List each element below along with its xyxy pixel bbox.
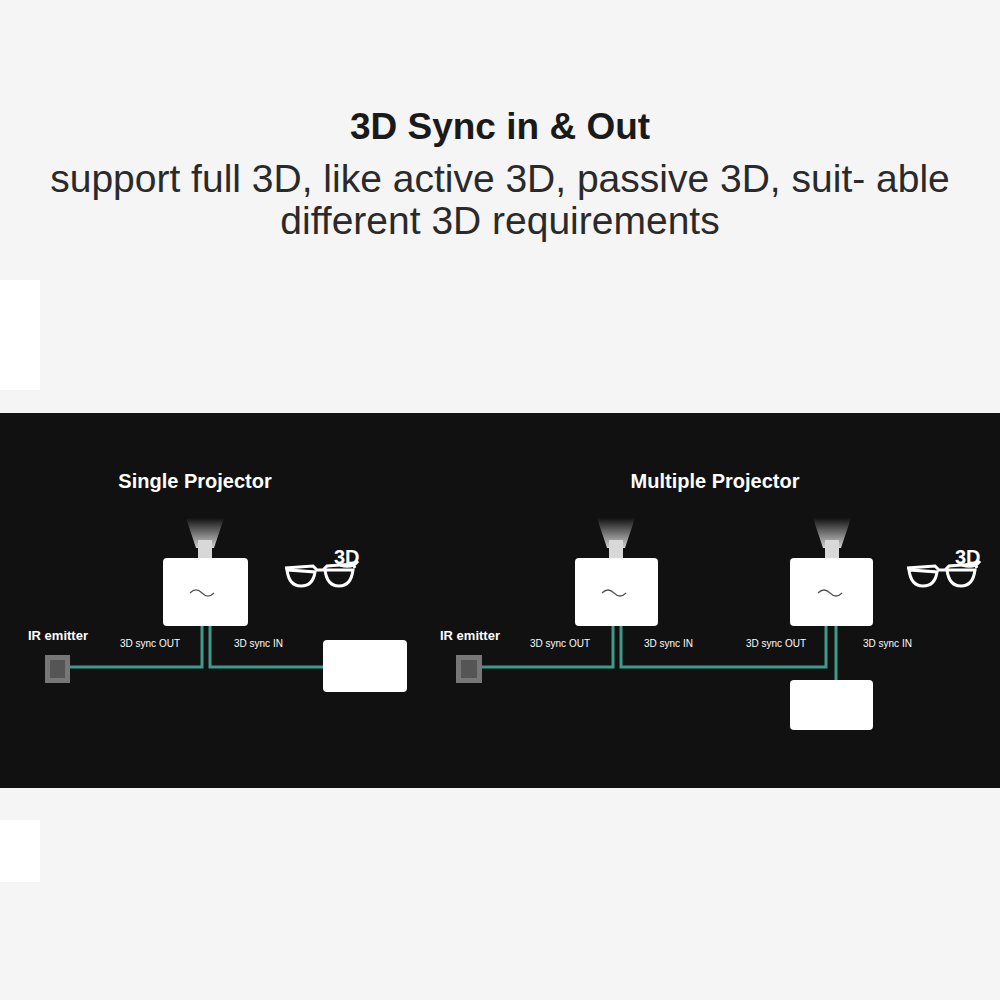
projector-logo — [818, 590, 842, 596]
port-label: 3D sync OUT — [120, 638, 180, 649]
device-label: IR emitter — [28, 628, 88, 643]
port-label: 3D sync IN — [863, 638, 912, 649]
projector-lens — [198, 540, 212, 558]
sync-wire — [835, 626, 838, 680]
ir-emitter-face — [50, 660, 65, 678]
projector — [163, 558, 248, 626]
multiple-setup — [456, 518, 980, 730]
projector — [790, 558, 873, 626]
device-label: IR emitter — [440, 628, 500, 643]
page-title: 3D Sync in & Out — [0, 106, 1000, 148]
ir-emitter — [45, 655, 70, 683]
page-subtitle: support full 3D, like active 3D, passive… — [40, 158, 960, 242]
ir-emitter — [456, 655, 482, 683]
projector-lens — [609, 540, 623, 558]
port-label: 3D sync OUT — [530, 638, 590, 649]
port-label: 3D sync OUT — [746, 638, 806, 649]
sync-wire — [70, 626, 202, 667]
projector-lens — [825, 540, 839, 558]
side-panel — [0, 820, 40, 882]
sync-wire — [482, 626, 613, 667]
section-heading: Multiple Projector — [631, 470, 800, 493]
section-heading: Single Projector — [118, 470, 271, 493]
single-setup — [45, 518, 407, 692]
sync-wire — [621, 626, 826, 667]
sync-device — [790, 680, 873, 730]
sync-wire — [210, 626, 323, 667]
projector-logo — [602, 590, 626, 596]
3d-mark: 3D — [334, 546, 360, 569]
projector — [575, 558, 658, 626]
3d-mark: 3D — [955, 546, 981, 569]
projector-logo — [190, 590, 214, 596]
dark-band — [0, 413, 1000, 788]
port-label: 3D sync IN — [234, 638, 283, 649]
sync-device — [323, 640, 407, 692]
port-label: 3D sync IN — [644, 638, 693, 649]
ir-emitter-face — [461, 660, 477, 678]
side-panel — [0, 280, 40, 390]
